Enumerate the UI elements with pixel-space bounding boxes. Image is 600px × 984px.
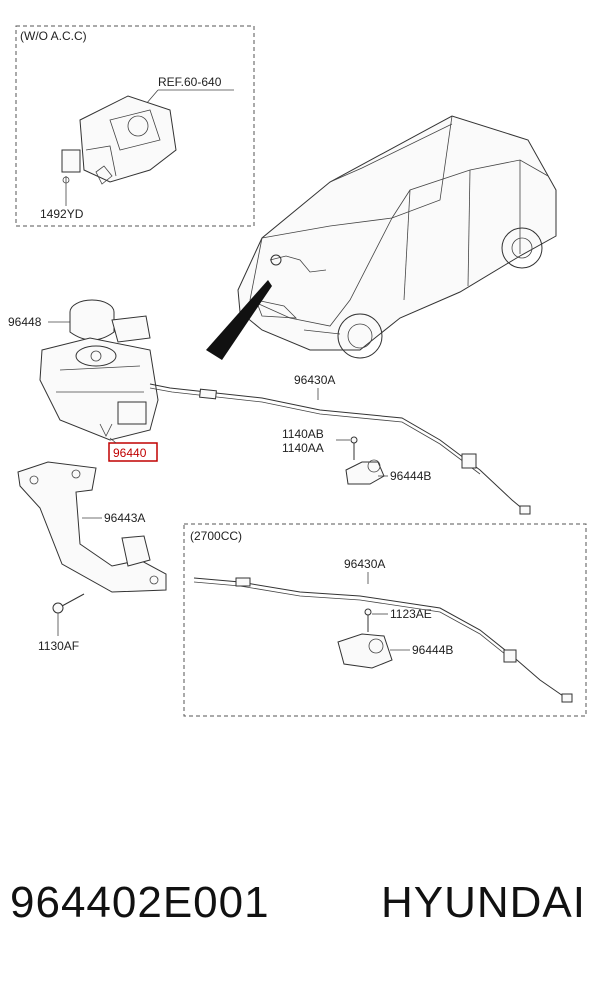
label-1140AB: 1140AB — [282, 427, 324, 441]
inset-title-bottom: (2700CC) — [190, 529, 242, 543]
brand-name: HYUNDAI — [380, 878, 586, 927]
bracket-drawing — [17, 461, 167, 593]
ecu-bracket-drawing — [61, 95, 177, 185]
label-96444B-inset: 96444B — [412, 643, 453, 657]
inset-bolt-drawing — [364, 608, 372, 632]
label-1123AE: 1123AE — [390, 607, 432, 621]
label-1140AA: 1140AA — [282, 441, 324, 455]
main-cable-drawing — [149, 383, 531, 515]
label-96440-highlighted: 96440 — [113, 446, 147, 460]
vehicle-drawing — [237, 115, 557, 359]
label-1130AF: 1130AF — [38, 639, 79, 653]
label-96430A-inset: 96430A — [344, 557, 385, 571]
bolt-drawing-main — [350, 436, 358, 460]
pointer-arrow — [206, 280, 272, 360]
bolt-label-top: 1492YD — [40, 207, 84, 221]
inset-cable-drawing — [193, 577, 573, 703]
label-96443A: 96443A — [104, 511, 145, 525]
label-96448: 96448 — [8, 315, 42, 329]
inset-title-top: (W/O A.C.C) — [20, 29, 87, 43]
label-96430A-main: 96430A — [294, 373, 335, 387]
highlight-box[interactable] — [108, 442, 158, 462]
actuator-unit-drawing — [39, 337, 159, 441]
part-number: 964402E001 — [10, 878, 270, 927]
label-96444B-main: 96444B — [390, 469, 431, 483]
bracket-bolt-drawing — [52, 593, 85, 614]
inset-box-top — [15, 25, 255, 227]
clip-drawing-main — [345, 459, 385, 485]
inset-clip-drawing — [337, 633, 393, 669]
actuator-cover-drawing — [69, 299, 151, 343]
ref-label: REF.60-640 — [158, 75, 222, 89]
inset-box-bottom — [183, 523, 587, 717]
